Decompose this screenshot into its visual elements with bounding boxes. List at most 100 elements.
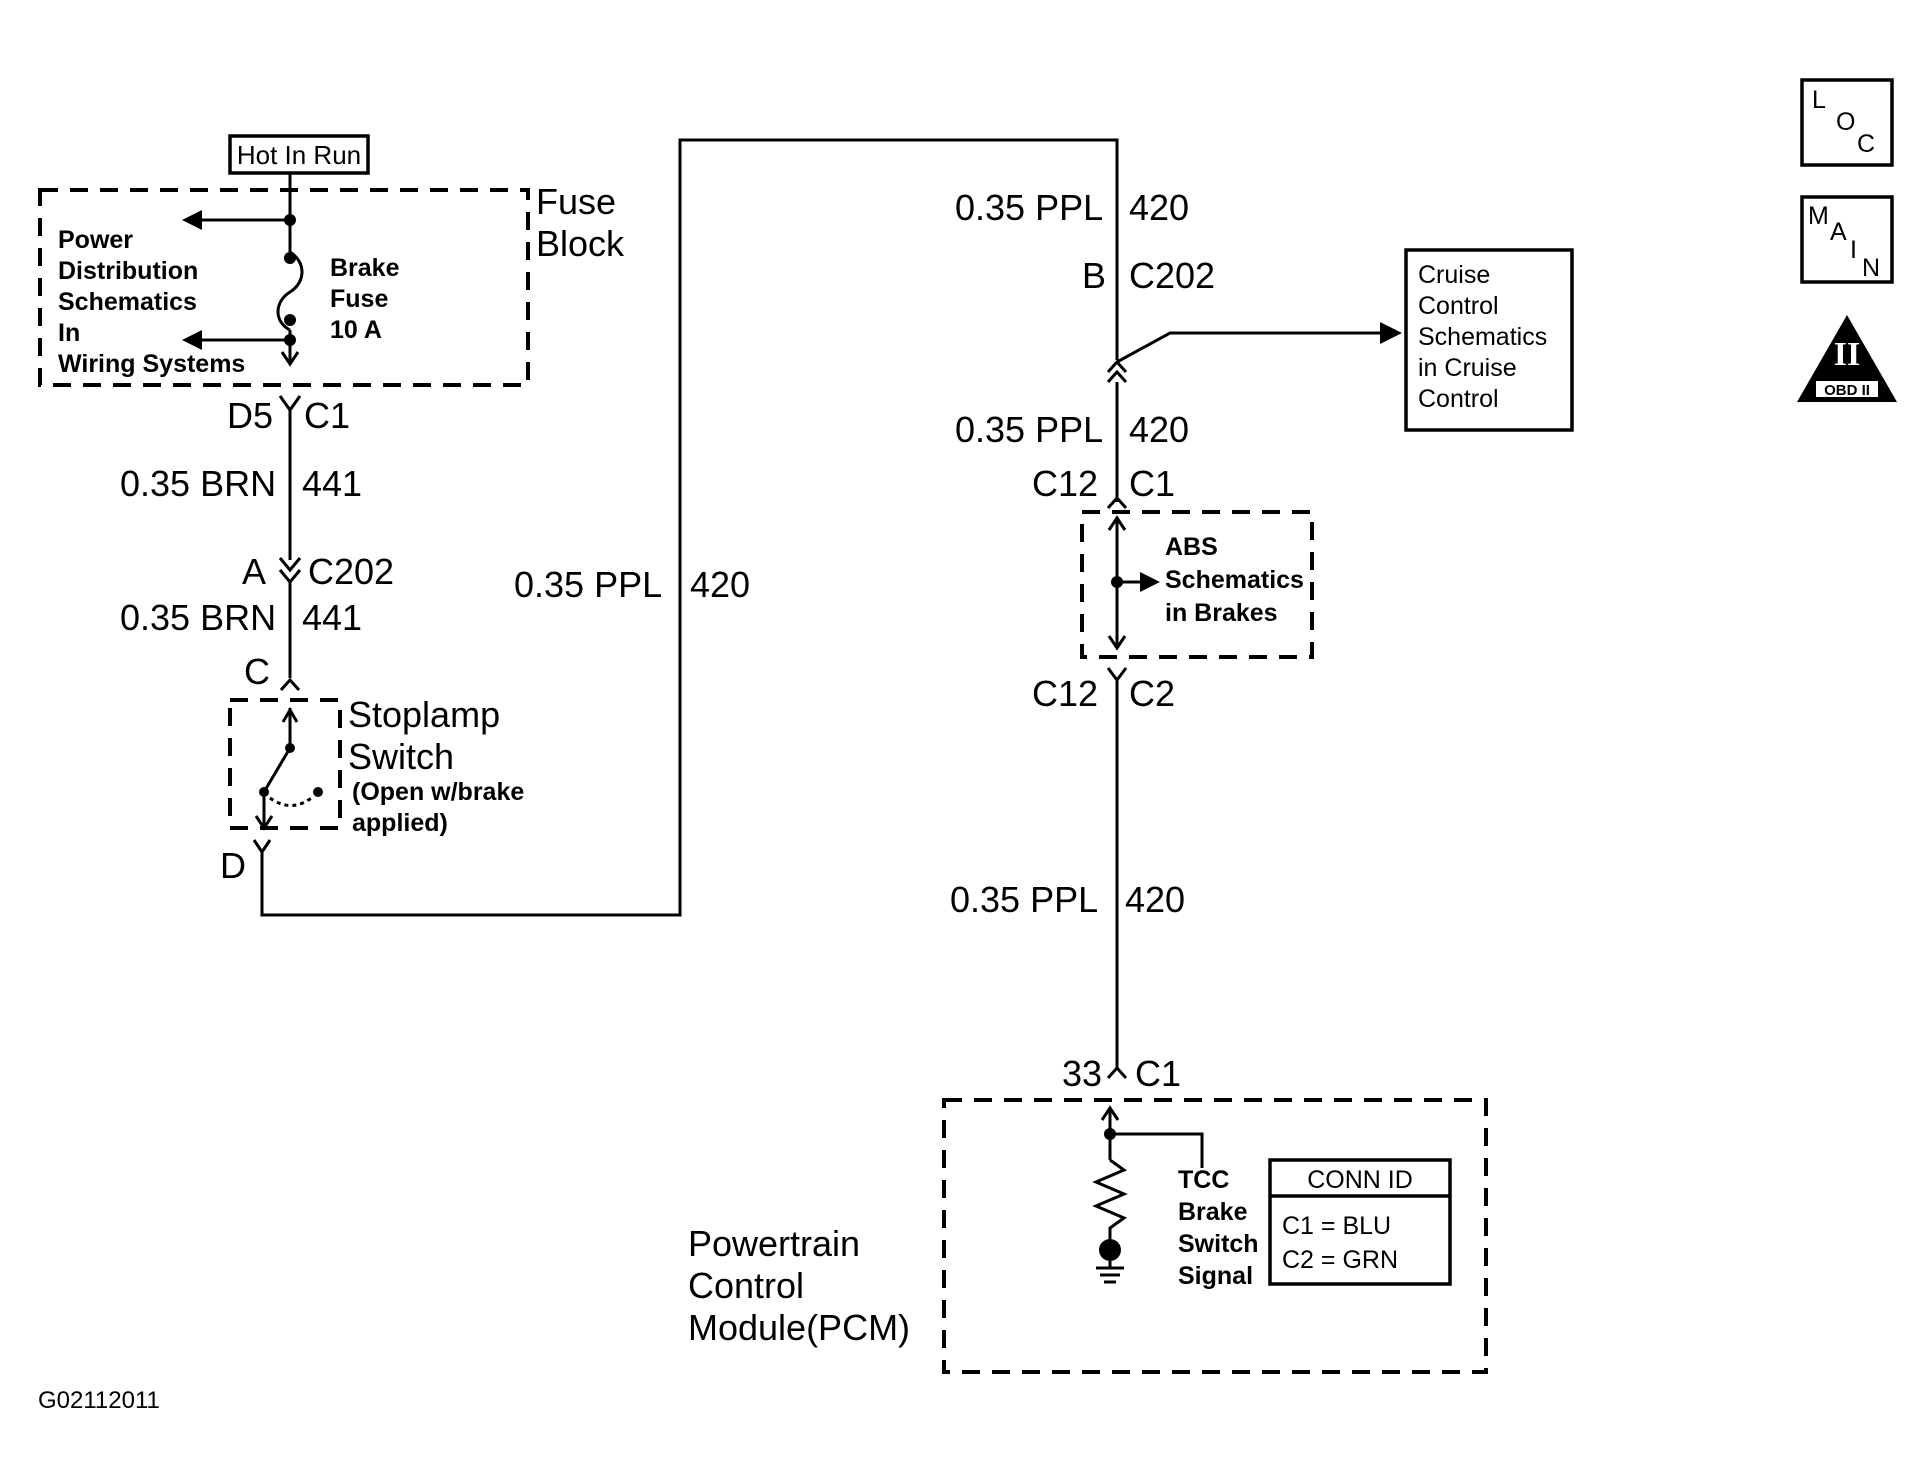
arrow-down-icon [254,815,274,831]
wire-gauge-color: 0.35 BRN [120,463,276,504]
pcm-label-line1: Powertrain [688,1223,860,1264]
obd-numeral: II [1834,336,1860,373]
cruise-control-link[interactable]: Cruise Control Schematics in Cruise Cont… [1404,248,1574,432]
arrow-right-icon [1380,322,1402,344]
arrow-left-icon [182,210,202,230]
connector-pin: D5 [227,395,273,436]
loc-letter-l: L [1812,86,1826,114]
arrow-down-icon [1107,635,1127,651]
tcc-signal-label: TCC [1178,1166,1229,1194]
connector-pcm-c1-icon [1106,1065,1128,1080]
connector-pin: 33 [1062,1053,1102,1094]
brake-fuse-icon [276,250,304,332]
abs-schematics-link[interactable]: ABS Schematics in Brakes [1165,533,1304,627]
connector-id: C2 [1129,673,1175,714]
svg-text:Wiring Systems: Wiring Systems [58,350,245,378]
svg-text:Schematics: Schematics [58,288,197,316]
obd-ii-button[interactable]: II OBD II [1797,315,1897,402]
arrow-up-icon [281,707,299,723]
abs-module-outline [1080,510,1314,659]
svg-text:in Brakes: in Brakes [1165,599,1278,627]
connector-pin: C12 [1032,463,1098,504]
svg-text:in Cruise: in Cruise [1418,354,1517,382]
connector-pin: C [244,651,270,692]
wire-circuit-number: 420 [1125,879,1185,920]
svg-text:In: In [58,319,80,347]
wire-to-cruise-control [1116,331,1380,364]
connector-id: C202 [1129,255,1215,296]
loc-letter-c: C [1857,130,1875,158]
svg-text:ABS: ABS [1165,533,1218,561]
svg-text:applied): applied) [352,809,448,837]
svg-text:Switch: Switch [1178,1230,1259,1258]
conn-id-row: C2 = GRN [1282,1246,1398,1274]
connector-pin-d-icon [252,839,272,855]
wire-circuit-number: 420 [690,564,750,605]
stoplamp-switch-note: (Open w/brake [352,778,524,806]
svg-text:Schematics: Schematics [1418,323,1547,351]
main-letter-n: N [1862,254,1880,282]
brake-fuse-label: Brake [330,254,400,282]
conn-id-table [1268,1158,1452,1286]
wire-circuit-number: 420 [1129,187,1189,228]
wire-gauge-color: 0.35 PPL [950,879,1098,920]
loc-button[interactable]: L O C [1800,78,1894,167]
svg-text:Control: Control [1418,385,1499,413]
main-letter-i: I [1850,236,1857,264]
connector-c202-icon [278,557,302,573]
svg-text:Fuse: Fuse [330,285,388,313]
fuse-block-outline [38,188,530,387]
loc-icon [1800,78,1894,167]
connector-pin-c-icon [279,677,301,692]
resistor-icon [1092,1158,1128,1240]
arrow-right-icon [1140,572,1160,592]
stoplamp-switch-title-line1: Stoplamp [348,694,500,735]
fuse-block-label-line1: Fuse [536,181,616,222]
pcm-outline [942,1098,1488,1374]
main-letter-m: M [1808,202,1829,230]
connector-c12-c2-icon [1106,667,1128,683]
main-letter-a: A [1830,218,1847,246]
hot-in-run-label: Hot In Run [237,140,361,170]
power-distribution-link[interactable]: Power Distribution Schematics In Wiring … [58,226,245,378]
svg-text:Brake: Brake [1178,1198,1248,1226]
pcm-label-line3: Module(PCM) [688,1307,910,1348]
wire-gauge-color: 0.35 PPL [955,187,1103,228]
wire-gauge-color: 0.35 PPL [955,409,1103,450]
connector-c12-c1-icon [1106,495,1128,510]
connector-pin: D [220,845,246,886]
svg-text:Cruise: Cruise [1418,261,1490,289]
arrow-up-icon [1107,515,1127,531]
main-icon [1800,195,1894,284]
connector-pin: B [1082,255,1106,296]
conn-id-title: CONN ID [1307,1166,1413,1194]
cruise-control-box [1404,248,1574,432]
connector-id: C1 [304,395,350,436]
svg-text:Schematics: Schematics [1165,566,1304,594]
connector-pin: C12 [1032,673,1098,714]
connector-id: C1 [1129,463,1175,504]
connector-d5-icon [278,395,302,413]
fuse-block-label-line2: Block [536,223,625,264]
connector-id: C202 [308,551,394,592]
wire-gauge-color: 0.35 PPL [514,564,662,605]
svg-text:Power: Power [58,226,133,254]
wire-circuit-number: 420 [1129,409,1189,450]
wire-circuit-number: 441 [302,463,362,504]
main-button[interactable]: M A I N [1800,195,1894,284]
conn-id-row: C1 = BLU [1282,1212,1391,1240]
connector-id: C1 [1135,1053,1181,1094]
arrow-up-icon [1100,1105,1120,1121]
loc-letter-o: O [1836,108,1855,136]
wire-gauge-color: 0.35 BRN [120,597,276,638]
arrow-down-icon [280,351,300,367]
wire-circuit-number: 441 [302,597,362,638]
svg-text:10 A: 10 A [330,316,382,344]
figure-id: G02112011 [38,1387,160,1414]
connector-pin: A [242,551,266,592]
switch-blade-icon [262,747,292,793]
wire-420-jumper [260,138,1119,917]
hot-in-run-box [228,134,370,175]
pcm-label-line2: Control [688,1265,804,1306]
